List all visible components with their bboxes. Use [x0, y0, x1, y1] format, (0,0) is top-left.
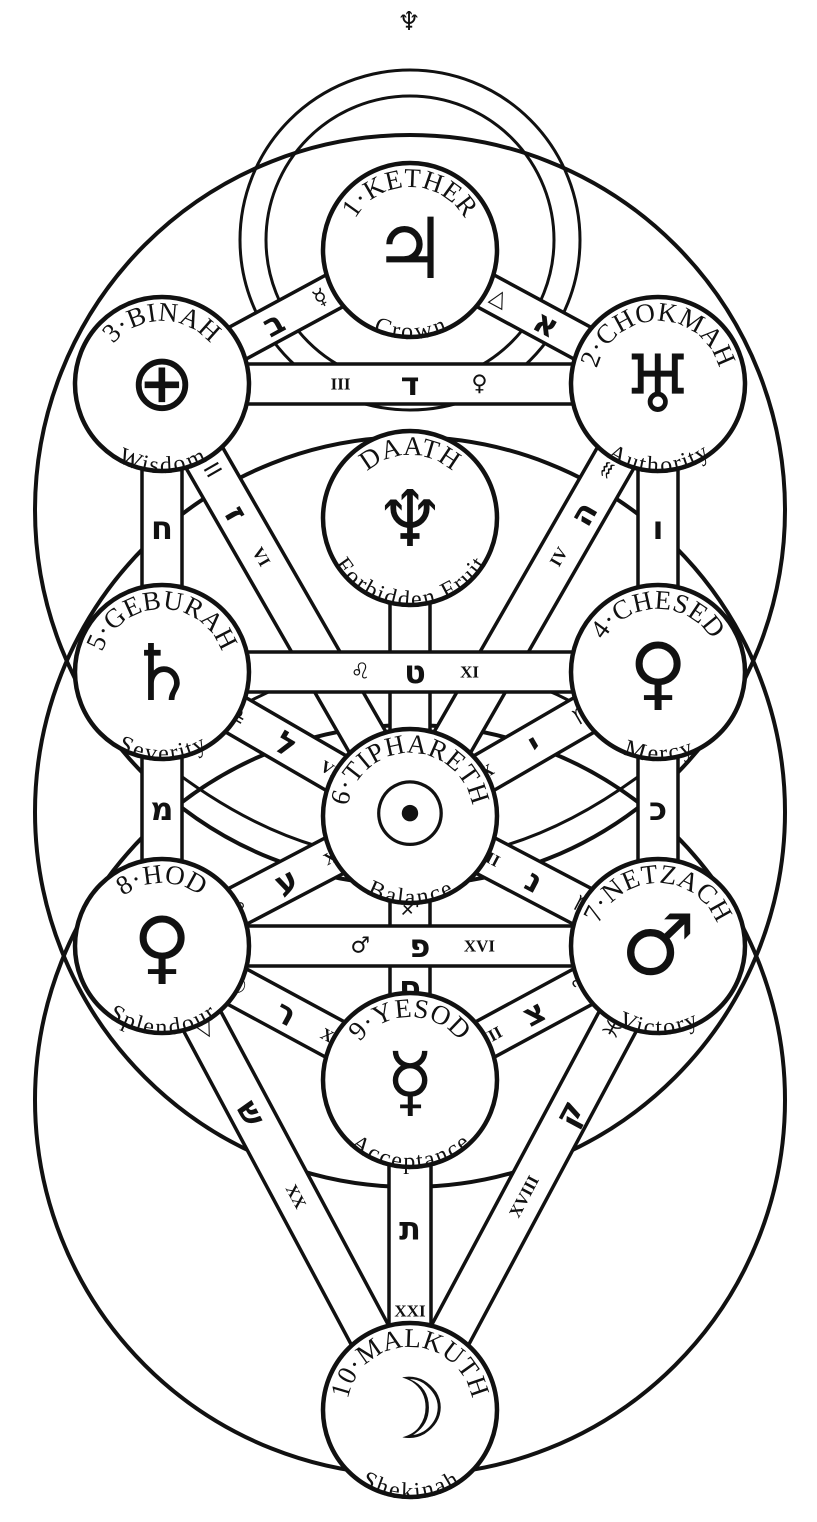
top-neptune-glyph: ♆ — [397, 7, 420, 37]
sephirah-geburah: 5·GEBURAH♄Severity — [72, 582, 252, 767]
yesod-planet-icon: ☿ — [386, 1037, 434, 1127]
chokmah-planet-icon: ♅ — [622, 338, 694, 431]
path-hebrew-letter: ו — [653, 509, 664, 547]
path-hebrew-letter: ח — [151, 509, 173, 547]
sephirah-circle — [320, 428, 500, 608]
sephirah-circle — [72, 856, 252, 1036]
sephirah-chesed: 4·CHESED♀Mercy — [568, 582, 748, 767]
path-tarot-numeral: III — [331, 375, 351, 394]
kether-planet-icon: ♃ — [372, 200, 447, 298]
path-tarot-numeral: XVI — [464, 937, 496, 956]
path-tarot-numeral: XI — [460, 663, 479, 682]
path-hebrew-letter: ט — [404, 653, 426, 691]
malkuth-planet-icon: ☽ — [372, 1360, 447, 1458]
sephirah-circle — [72, 582, 252, 762]
sephirah-daath: DAATH♆Forbidden Fruit — [320, 428, 500, 613]
sephirah-circle — [72, 294, 252, 474]
path-geburah-chesed: ♌ ט XI — [160, 650, 660, 694]
sephirah-netzach: 7·NETZACH♂Victory — [568, 856, 748, 1041]
path-hebrew-letter: מ — [150, 790, 173, 828]
path-hebrew-letter: כ — [649, 790, 667, 828]
sephirah-circle — [568, 294, 748, 474]
sephirah-circle — [568, 856, 748, 1036]
sephirah-circle — [320, 1320, 500, 1500]
binah-planet-icon: ⊕ — [128, 336, 195, 429]
sephirah-kether: 1·KETHER♃Crown — [320, 160, 500, 345]
sephirah-binah: 3·BINAH⊕Wisdom — [72, 294, 252, 479]
netzach-planet-icon: ♂ — [620, 896, 695, 994]
path-zodiac-symbol: ♂ — [351, 934, 371, 959]
tiphareth-planet-icon: ☉ — [370, 763, 451, 868]
daath-planet-icon: ♆ — [375, 475, 445, 565]
geburah-planet-icon: ♄ — [127, 629, 197, 719]
path-tarot-numeral: XXI — [394, 1302, 426, 1321]
path-hebrew-letter: ת — [399, 1210, 421, 1248]
sephirah-tiphareth: 6·TIPHARETH☉Balance — [320, 726, 500, 911]
sephirah-malkuth: 10·MALKUTH☽Shekinah — [320, 1320, 500, 1505]
sephirah-chokmah: 2·CHOKMAH♅Authority — [568, 294, 748, 479]
sephirah-circle — [320, 990, 500, 1170]
crown-halo-outer — [238, 68, 582, 412]
path-zodiac-symbol: ♌ — [351, 660, 371, 685]
sephirah-circle — [320, 726, 500, 906]
path-zodiac-symbol: ♀ — [471, 372, 487, 397]
hod-planet-icon: ♀ — [133, 900, 192, 993]
path-hebrew-letter: פ — [409, 927, 430, 965]
sephirah-circle — [568, 582, 748, 762]
path-hebrew-letter: ד — [401, 365, 420, 403]
sephirah-circle — [320, 160, 500, 340]
sephirah-yesod: 9·YESOD☿Acceptance — [320, 990, 500, 1175]
chesed-planet-icon: ♀ — [629, 626, 688, 719]
